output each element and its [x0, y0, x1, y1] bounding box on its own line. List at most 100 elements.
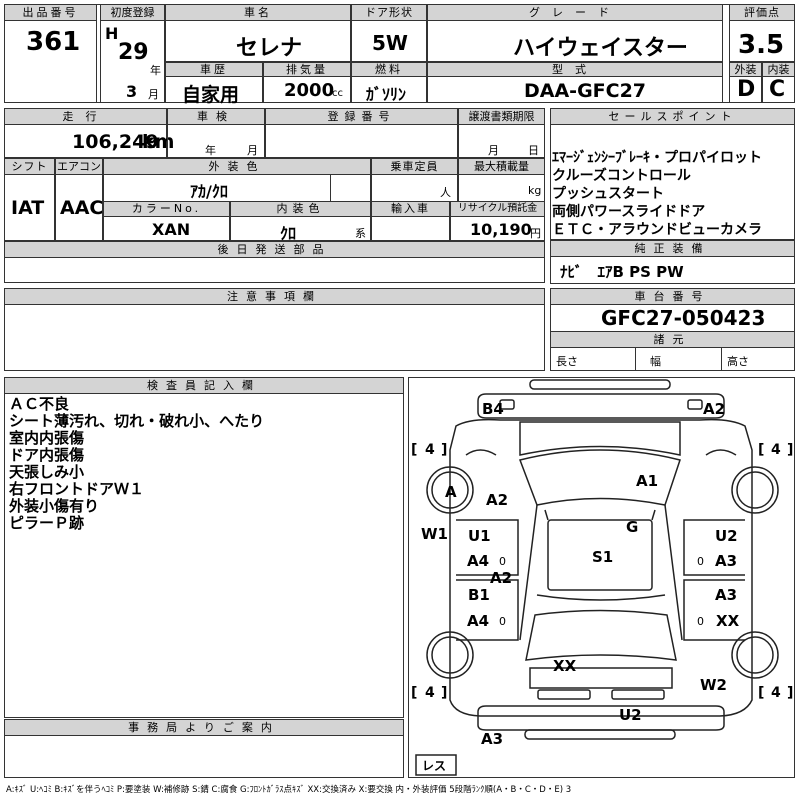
door-label: ドア形状 — [351, 4, 427, 21]
transfer-cell — [458, 124, 545, 158]
sales-point: 両側パワースライドドア — [552, 204, 706, 220]
score-cell — [729, 20, 795, 62]
inspector-note: ピラーＰ跡 — [9, 514, 85, 532]
exterior-label: 外装 — [729, 62, 762, 77]
lot-no-cell — [4, 20, 97, 103]
sales-point: ｴﾏｰｼﾞｪﾝｼｰﾌﾞﾚｰｷ・プロパイロット — [552, 150, 762, 166]
displacement-label: 排気量 — [263, 62, 351, 77]
shift-label: シフト — [4, 158, 55, 175]
shift: IAT — [11, 197, 45, 219]
label-U2: U2 — [715, 527, 738, 545]
parts-label: 後日発送部品 — [4, 241, 545, 258]
caution-cell — [4, 304, 545, 371]
label-A-circle: A — [445, 483, 457, 501]
handle-mark: 0 — [697, 615, 704, 628]
reg-year: 29 — [118, 40, 149, 65]
fuel: ｶﾞｿﾘﾝ — [366, 85, 407, 104]
recycle-unit: 円 — [530, 227, 541, 240]
car-name-cell — [165, 20, 351, 62]
reg-month-unit: 月 — [148, 88, 159, 101]
tire-right-rear: 4 — [771, 685, 781, 701]
inspector-note: シート薄汚れ、切れ・破れ小、へたり — [9, 412, 265, 430]
label-A2-left: A2 — [486, 491, 508, 509]
label-B4: B4 — [482, 400, 504, 418]
shift-cell — [4, 174, 55, 241]
reg-month: 3 — [126, 82, 138, 101]
inspection-label: 車検 — [167, 108, 265, 125]
label-U2-bottom: U2 — [619, 706, 642, 724]
inspector-note: ＡＣ不良 — [9, 395, 70, 413]
ext-color: ｱｶ/ｸﾛ — [190, 182, 228, 201]
ext-color-sub — [330, 174, 371, 202]
specs-label: 諸元 — [550, 331, 795, 348]
tire-bracket-l: [ — [758, 442, 764, 458]
displacement-cell — [263, 76, 351, 103]
office-label: 事務局よりご案内 — [4, 719, 404, 736]
label-A2-top: A2 — [703, 400, 725, 418]
tire-bracket-r: ] — [441, 685, 447, 701]
label-G: G — [626, 518, 638, 536]
mileage-unit: km — [142, 131, 175, 153]
spec-width-label: 幅 — [650, 355, 661, 368]
legend: A:ｷｽﾞ U:ﾍｺﾐ B:ｷｽﾞを伴うﾍｺﾐ P:要塗装 W:補修跡 S:錆 … — [6, 785, 572, 795]
int-color-label: 内装色 — [230, 201, 371, 217]
tire-bracket-r: ] — [787, 442, 793, 458]
tire-bracket-l: [ — [758, 685, 764, 701]
inspector-note: ドア内張傷 — [9, 446, 85, 464]
car-name-label: 車名 — [165, 4, 351, 21]
ac-cell — [55, 174, 103, 241]
interior-grade: C — [769, 77, 786, 102]
label-B1: B1 — [468, 586, 490, 604]
model-label: 型式 — [427, 62, 723, 77]
recycle-cell — [450, 216, 545, 241]
first-reg-label: 初度登録 — [100, 4, 165, 21]
color-no: XAN — [152, 220, 191, 239]
tire-left-rear: 4 — [425, 685, 435, 701]
interior-label: 内装 — [762, 62, 795, 77]
int-color-cell — [230, 216, 371, 241]
transfer-label: 譲渡書類期限 — [458, 108, 545, 125]
label-A2-mid: A2 — [490, 569, 512, 587]
car-name: セレナ — [236, 36, 303, 61]
lot-no: 361 — [26, 27, 81, 57]
reg-no-cell — [265, 124, 458, 158]
sales-point: ＥＴＣ・アラウンドビューカメラ — [552, 222, 762, 238]
era: H — [105, 24, 119, 43]
sales-points: ｴﾏｰｼﾞｪﾝｼｰﾌﾞﾚｰｷ・プロパイロット クルーズコントロール プッシュスタ… — [552, 149, 794, 239]
grade: ハイウェイスター — [513, 36, 688, 61]
score: 3.5 — [738, 30, 785, 60]
label-A1: A1 — [636, 472, 658, 490]
fuel-label: 燃料 — [351, 62, 427, 77]
int-color-unit: 系 — [355, 227, 366, 240]
lot-no-label: 出品番号 — [4, 4, 97, 21]
ac: AAC — [60, 197, 104, 219]
inspector-label: 検査員記入欄 — [4, 377, 404, 394]
handle-mark: 0 — [499, 555, 506, 568]
tire-bracket-l: [ — [411, 442, 417, 458]
mileage: 106,249 — [72, 131, 159, 153]
mileage-label: 走行 — [4, 108, 167, 125]
recycle-label: リサイクル預託金 — [450, 201, 545, 217]
insp-year-unit: 年 — [205, 144, 216, 157]
grade-cell — [427, 20, 723, 62]
color-no-cell — [103, 216, 230, 241]
tire-bracket-l: [ — [411, 685, 417, 701]
sales-point: クルーズコントロール — [552, 168, 691, 184]
spare-tire-label: レス — [422, 759, 446, 773]
label-S1: S1 — [592, 548, 613, 566]
label-U1: U1 — [468, 527, 491, 545]
insp-month-unit: 月 — [247, 144, 258, 157]
handle-mark: 0 — [499, 615, 506, 628]
inspector-note: 外装小傷有り — [9, 497, 100, 515]
first-reg-cell — [100, 20, 165, 103]
history: 自家用 — [182, 84, 240, 106]
inspection-cell — [167, 124, 265, 158]
inspector-notes: ＡＣ不良 シート薄汚れ、切れ・破れ小、へたり 室内内張傷 ドア内張傷 天張しみ小… — [9, 396, 399, 532]
ac-label: エアコン — [55, 158, 103, 175]
fuel-cell — [351, 76, 427, 103]
equipment-cell — [550, 256, 795, 284]
tire-bracket-r: ] — [787, 685, 793, 701]
color-no-label: カラーNo. — [103, 201, 230, 217]
int-color: ｸﾛ — [280, 224, 297, 243]
spec-width-cell — [635, 347, 722, 371]
